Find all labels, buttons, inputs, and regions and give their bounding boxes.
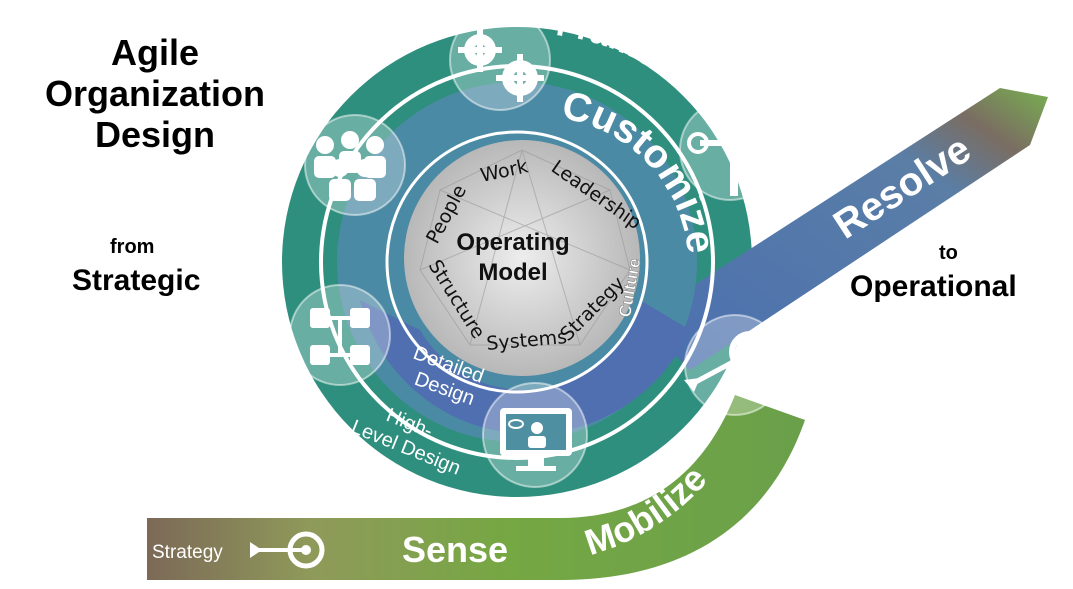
team-icon [314,131,386,201]
resolve-band [640,88,1048,370]
title-line-2: Organization [44,73,265,114]
to-label: to [939,242,958,264]
title-line-3: Design [94,114,216,155]
strategy-target-icon [250,531,325,569]
from-label: from [110,236,155,258]
gears-icon [458,28,544,102]
operating-label: Operating [456,229,569,256]
monitor-icon [500,408,572,471]
strategy-label: Strategy [152,542,223,563]
sense-label: Sense [402,529,508,570]
title-line-1: Agile [110,32,199,73]
center-disc [404,140,640,376]
target-arrow-icon [684,331,771,392]
main-title: Agile Organization Design [20,32,290,155]
gears-icon-circle [449,9,551,111]
operational-label: Operational [850,270,1017,303]
strategic-label: Strategic [72,264,201,297]
leader-key-icon [687,112,752,196]
org-chart-icon [310,308,370,365]
model-label: Model [478,259,547,286]
